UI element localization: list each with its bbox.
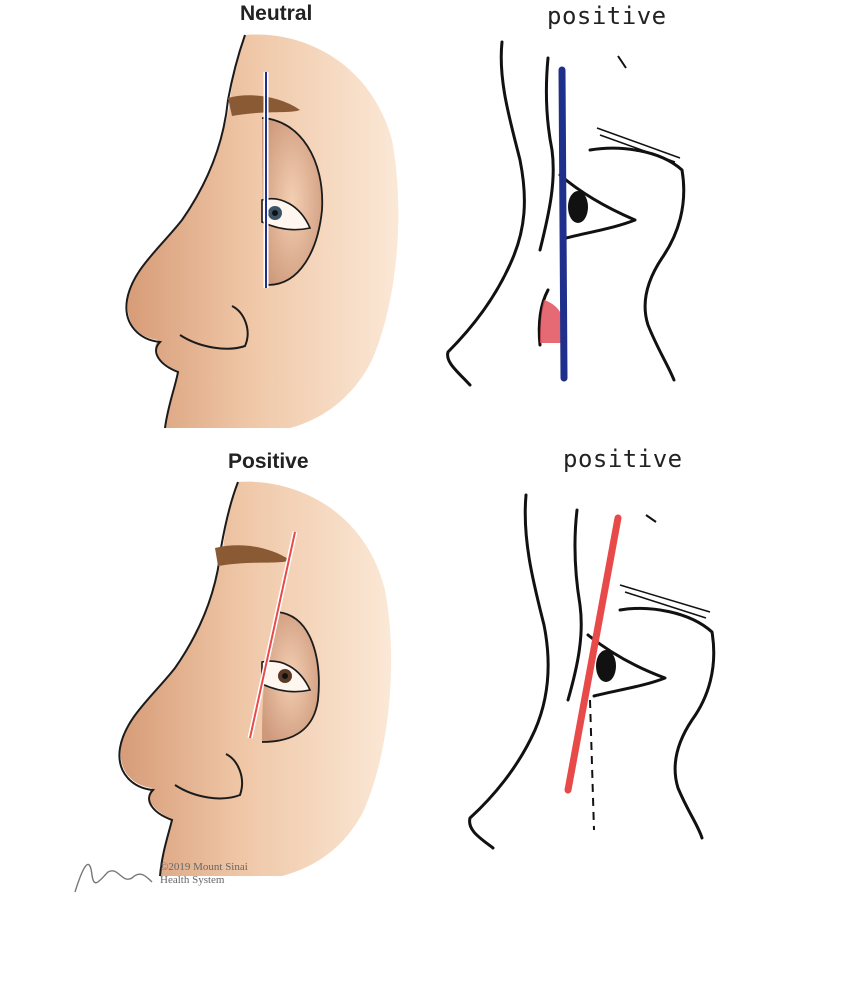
eye-dark-area [568,191,588,223]
inner-brow-line [538,56,555,252]
hatch-lines-3 [619,584,711,613]
hatch-lines-4 [624,591,707,619]
nostril-line-positive [174,753,244,800]
hatch-lines-2 [599,134,676,163]
tick-mark [617,55,627,69]
eye-line-drawing [558,173,637,240]
positive-reference-line [249,531,296,739]
cheek-contour-line-2 [618,606,716,840]
copyright-credit: ©2019 Mount Sinai Health System [160,861,248,887]
outer-profile-line-2 [468,493,550,850]
eye-dark-area-2 [596,650,616,682]
eye-socket [262,118,323,285]
label-positive-bottom-right: positive [563,445,683,473]
socket-outline [261,117,324,286]
label-positive-top-right: positive [547,2,667,30]
nostril-line [179,305,249,350]
credit-line-2: Health System [160,874,225,886]
socket-outline-positive [261,611,320,743]
nose-highlight [540,300,567,343]
label-neutral: Neutral [240,2,313,25]
outer-profile-line [446,40,526,387]
red-slanted-line [564,514,622,794]
blue-vertical-line [558,66,568,382]
skin-shape [127,34,399,428]
eye-line-drawing-2 [586,633,667,698]
label-positive: Positive [228,450,309,473]
eyebrow-positive [215,545,290,566]
credit-line-1: ©2019 Mount Sinai [160,861,248,873]
tick-mark-2 [645,514,657,523]
inner-brow-line-2 [566,508,583,702]
pupil-circle [272,210,278,216]
pupil-positive [282,673,288,679]
dashed-reference [589,699,595,831]
profile-outline [125,34,246,429]
hatch-lines [596,127,681,159]
signature-stroke [74,863,153,893]
skin-shape-positive [120,481,392,876]
nose-tip-line [537,288,550,347]
